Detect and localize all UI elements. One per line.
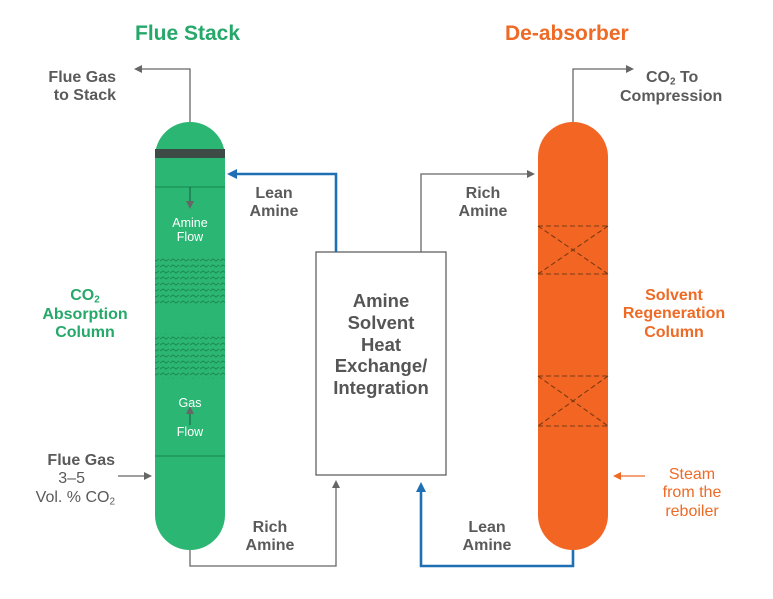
- gas-flow-line2: Flow: [176, 425, 204, 439]
- packing-section-lower: [155, 333, 225, 379]
- box-line4: Exchange/: [334, 355, 428, 377]
- amine-flow-label: Amine Flow: [155, 216, 225, 245]
- gas-flow-line1: Gas: [178, 396, 202, 410]
- absorption-co2-subscript: 2: [94, 294, 100, 306]
- co2-absorption-column: [155, 122, 225, 550]
- co2-to-compression-line: [572, 65, 634, 122]
- lean-amine-to-absorber-line: [227, 169, 338, 252]
- heat-exchange-box-label: Amine Solvent Heat Exchange/ Integration: [316, 290, 446, 399]
- compression-text: Compression: [620, 87, 723, 105]
- flue-gas-inlet-line2: 3–5: [58, 470, 85, 488]
- co2-subscript: 2: [670, 76, 676, 88]
- steam-from-reboiler-label: Steam from the reboiler: [650, 466, 734, 521]
- lean-amine-top-label: Lean Amine: [244, 185, 304, 222]
- solvent-regeneration-column-label: Solvent Regeneration Column: [612, 287, 736, 342]
- rich-amine-bottom-line2: Amine: [245, 537, 295, 555]
- regeneration-line1: Solvent: [645, 287, 703, 304]
- rich-amine-bottom-label: Rich Amine: [240, 519, 300, 556]
- solvent-regeneration-column: [537, 122, 609, 550]
- box-line5: Integration: [333, 377, 429, 399]
- absorption-co2-prefix: CO: [70, 287, 95, 304]
- amine-flow-line1: Amine: [172, 216, 208, 230]
- co2-absorption-column-label: CO2 Absorption Column: [30, 287, 140, 343]
- packing-bed-upper: [537, 225, 609, 275]
- box-line1: Amine: [352, 290, 410, 311]
- regeneration-line3: Column: [644, 323, 704, 341]
- rich-amine-bottom-line1: Rich: [252, 519, 288, 536]
- rich-amine-top-label: Rich Amine: [453, 185, 513, 222]
- absorption-text: Absorption: [42, 305, 128, 323]
- gas-flow-label: Gas: [155, 396, 225, 410]
- flue-stack-title: Flue Stack: [135, 22, 241, 45]
- amine-flow-line2: Flow: [176, 230, 204, 245]
- mist-eliminator: [155, 149, 225, 158]
- flue-gas-co2-subscript: 2: [109, 496, 115, 508]
- rich-amine-top-line2: Amine: [458, 203, 508, 221]
- co2-to-compression-label: CO2 To Compression: [620, 69, 750, 106]
- flue-gas-to-stack-line1: Flue Gas: [48, 69, 116, 86]
- flue-gas-inlet-line1: Flue Gas: [47, 452, 115, 469]
- lean-amine-bottom-line1: Lean: [468, 519, 506, 536]
- lean-amine-bottom-label: Lean Amine: [457, 519, 517, 556]
- gas-flow-label-2: Flow: [155, 425, 225, 439]
- rich-amine-from-absorber-line: [189, 480, 340, 567]
- flue-gas-to-stack-label: Flue Gas to Stack: [20, 69, 116, 106]
- regeneration-line2: Regeneration: [622, 305, 726, 323]
- heat-exchange-box: [315, 251, 447, 476]
- rich-amine-to-regenerator-line: [420, 170, 535, 252]
- absorption-column-text: Column: [55, 324, 115, 342]
- de-absorber-title: De-absorber: [505, 22, 629, 45]
- lean-amine-bottom-line2: Amine: [462, 537, 512, 555]
- steam-line3: reboiler: [665, 502, 719, 520]
- box-line2: Solvent: [347, 311, 415, 333]
- rich-amine-top-line1: Rich: [465, 185, 501, 202]
- flue-gas-to-stack-line: [134, 65, 191, 122]
- steam-line1: Steam: [668, 466, 716, 483]
- flue-gas-vol-text: Vol. % CO: [35, 488, 110, 506]
- lean-amine-from-regenerator-line: [416, 482, 575, 568]
- co2-prefix: CO: [646, 69, 670, 86]
- steam-line2: from the: [662, 484, 722, 502]
- box-line3: Heat: [360, 333, 402, 355]
- co2-suffix: To: [675, 69, 699, 86]
- lean-amine-top-line2: Amine: [249, 203, 299, 221]
- flue-gas-inlet-label: Flue Gas 3–5 Vol. % CO2: [10, 452, 115, 508]
- packing-section-upper: [155, 258, 225, 304]
- lean-amine-top-line1: Lean: [255, 185, 293, 202]
- flue-gas-to-stack-line2: to Stack: [53, 87, 116, 105]
- packing-bed-lower: [537, 375, 609, 427]
